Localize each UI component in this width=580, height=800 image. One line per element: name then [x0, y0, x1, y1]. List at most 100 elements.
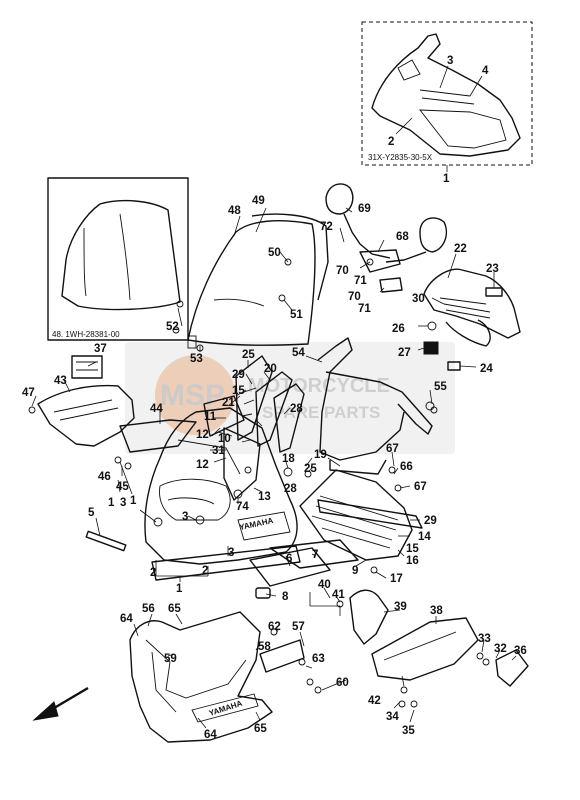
label-45: 45 [116, 481, 129, 493]
label-67b: 67 [414, 481, 427, 493]
label-57: 57 [292, 621, 305, 633]
inset-windscreen [61, 199, 181, 311]
label-8: 8 [282, 591, 289, 603]
label-55: 55 [434, 381, 447, 393]
label-73: 3 [182, 511, 188, 523]
label-32: 32 [494, 643, 507, 655]
label-27: 27 [398, 347, 411, 359]
leader-lines [31, 207, 517, 729]
label-67a: 67 [386, 443, 399, 455]
label-28b: 28 [284, 483, 297, 495]
side-panel-43 [28, 355, 135, 447]
inset-top-right-frame [361, 21, 533, 166]
inset-side-cowling [371, 33, 521, 157]
watermark-badge: MSP [160, 379, 225, 412]
label-26: 26 [392, 323, 405, 335]
label-65b: 65 [254, 723, 267, 735]
label-12b: 12 [196, 459, 209, 471]
label-48: 48 [228, 205, 241, 217]
label-13: 13 [258, 491, 271, 503]
label-24: 24 [480, 363, 493, 375]
label-6: 6 [286, 553, 292, 565]
label-5: 5 [88, 507, 95, 519]
label-21: 21 [222, 397, 235, 409]
label-25b: 25 [304, 463, 317, 475]
part-number-labels: 3 4 2 1 48 49 50 51 52 53 69 72 68 70 71… [22, 55, 527, 741]
label-40: 40 [318, 579, 331, 591]
label-49: 49 [252, 195, 265, 207]
air-ducts [203, 355, 305, 501]
front-direction-arrow [32, 686, 89, 721]
label-23: 23 [486, 263, 499, 275]
inset-top-code: 31X-Y2835-30-5X [368, 153, 433, 162]
label-36: 36 [514, 645, 527, 657]
label-46: 46 [98, 471, 111, 483]
label-59: 59 [164, 653, 177, 665]
label-64b: 64 [204, 729, 217, 741]
label-60: 60 [336, 677, 349, 689]
label-41: 41 [332, 589, 345, 601]
cowling-brand: YAMAHA [239, 516, 275, 532]
label-1c: 1 [176, 583, 183, 595]
label-25a: 25 [242, 349, 255, 361]
label-58: 58 [258, 641, 271, 653]
label-52: 52 [166, 321, 179, 333]
label-17: 17 [390, 573, 403, 585]
label-12a: 12 [196, 429, 209, 441]
label-10: 10 [218, 433, 231, 445]
label-3a: 3 [120, 497, 126, 509]
cowling-stay [317, 337, 435, 475]
label-28a: 28 [290, 403, 303, 415]
label-69: 69 [358, 203, 371, 215]
inset-left-frame [47, 177, 189, 341]
label-1b: 1 [130, 495, 137, 507]
windscreen [176, 213, 329, 349]
label-35: 35 [402, 725, 415, 737]
label-74: 74 [236, 501, 249, 513]
label-22: 22 [454, 243, 467, 255]
inset-top-right: 31X-Y2835-30-5X [361, 21, 533, 172]
label-1-inset: 1 [443, 173, 450, 185]
watermark-badge-circle [155, 355, 235, 435]
label-14: 14 [418, 531, 431, 543]
label-43: 43 [54, 375, 67, 387]
label-29b: 29 [424, 515, 437, 527]
inset-left-code: 48. 1WH-28381-00 [52, 330, 120, 339]
panel-44 [119, 419, 197, 453]
label-70a: 70 [336, 265, 349, 277]
label-7: 7 [312, 549, 318, 561]
label-65a: 65 [168, 603, 181, 615]
label-15b: 15 [406, 543, 419, 555]
label-30: 30 [412, 293, 425, 305]
label-18: 18 [282, 453, 295, 465]
label-42: 42 [368, 695, 381, 707]
meter-panel [423, 268, 521, 371]
label-31: 31 [212, 445, 225, 457]
label-38: 38 [430, 605, 443, 617]
label-64a: 64 [120, 613, 133, 625]
label-34: 34 [386, 711, 399, 723]
label-63: 63 [312, 653, 325, 665]
label-53: 53 [190, 353, 203, 365]
label-19: 19 [314, 449, 327, 461]
label-71a: 71 [354, 275, 367, 287]
label-11: 11 [204, 411, 217, 423]
label-66: 66 [400, 461, 413, 473]
label-54: 54 [292, 347, 305, 359]
label-2a: 2 [150, 567, 156, 579]
label-68: 68 [396, 231, 409, 243]
label-33: 33 [478, 633, 491, 645]
label-71b: 71 [358, 303, 371, 315]
label-2b: 2 [202, 565, 208, 577]
lower-cowl-pieces [85, 530, 359, 599]
mirrors [325, 183, 448, 293]
watermark-line2: SPARE PARTS [262, 403, 380, 422]
label-72: 72 [320, 221, 333, 233]
label-62: 62 [268, 621, 281, 633]
label-15a: 15 [232, 385, 245, 397]
label-39: 39 [394, 601, 407, 613]
inner-panel [299, 469, 423, 561]
label-3b: 3 [228, 547, 234, 559]
label-51: 51 [290, 309, 303, 321]
